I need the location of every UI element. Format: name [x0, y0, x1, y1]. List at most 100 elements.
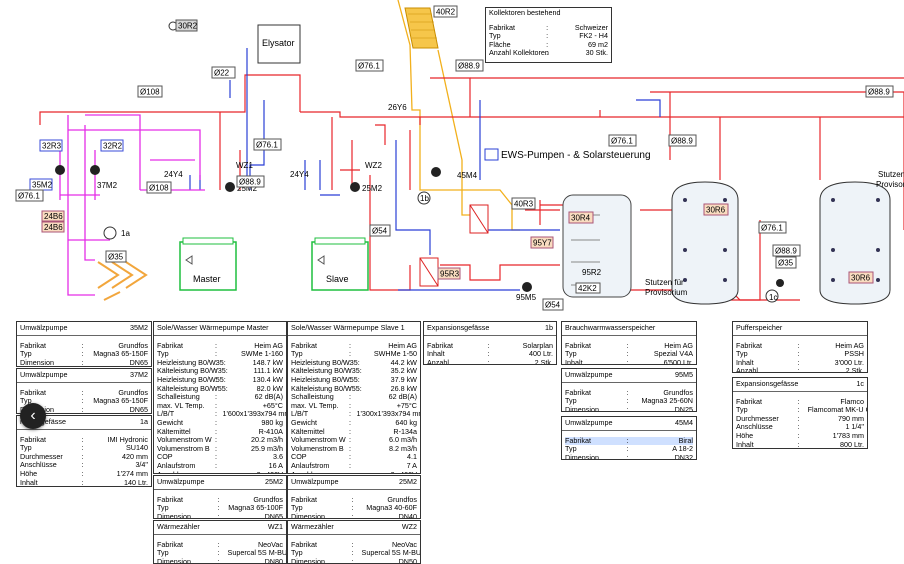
- card-row: Fabrikat:Grundfos: [291, 494, 417, 505]
- card-title: Brauchwarmwasserspeicher: [565, 323, 656, 332]
- card-title: Umwälzpumpe: [157, 477, 205, 486]
- card-cell: 790 mm: [838, 413, 864, 423]
- card-cell: A 18-2: [672, 444, 693, 454]
- card-cell: Volumenstrom B: [157, 443, 210, 453]
- card-cell: :: [81, 460, 84, 470]
- tag-26Y6: 26Y6: [388, 103, 407, 112]
- card-cell: IMI Hydronic: [107, 434, 148, 444]
- card-cell: R-134a: [393, 426, 417, 436]
- card-title: Expansionsgefässe: [736, 379, 799, 388]
- card-row: Kälteleistung B0/W55::26.8 kW: [291, 383, 417, 394]
- card-cell: 400 Ltr.: [529, 349, 553, 359]
- card-cell: 4.1: [406, 452, 417, 462]
- card-cell: Schalleistung: [291, 392, 334, 402]
- card-header: Pufferspeicher: [733, 323, 867, 336]
- card-cell: SU140: [126, 443, 148, 453]
- card-cell: 8.2 m3/h: [389, 443, 417, 453]
- tag-32R3: 32R3: [42, 142, 62, 151]
- tag-95R2: 95R2: [582, 268, 602, 277]
- card-cell: :: [626, 444, 629, 454]
- card-row: Durchmesser:790 mm: [736, 413, 864, 424]
- card-title: Umwälzpumpe: [565, 418, 613, 427]
- card-cell: Volumenstrom W: [157, 435, 212, 445]
- card-row: Heizleistung B0/W55::130.4 kW: [157, 375, 283, 385]
- card-cell: :: [626, 357, 629, 365]
- card-cell: Fabrikat: [157, 494, 183, 504]
- collector-cell: Typ: [489, 31, 501, 41]
- card-cell: Gewicht: [291, 417, 317, 427]
- card-cell: 800 Ltr.: [840, 439, 864, 449]
- card-cell: :: [348, 374, 351, 384]
- card-title: Pufferspeicher: [736, 323, 783, 332]
- card-cell: :: [81, 434, 84, 444]
- card-cell: Fabrikat: [736, 340, 762, 350]
- card-cell: L/B/T: [291, 409, 309, 419]
- card-row: Inhalt:6'500 Ltr.: [565, 357, 693, 365]
- tag-25M2-b: 25M2: [362, 184, 383, 193]
- card-cell: :: [81, 349, 84, 359]
- card-cell: Fabrikat: [565, 387, 591, 397]
- card-cell: DN25: [674, 404, 693, 412]
- card-cell: :: [797, 405, 800, 415]
- card-cell: :: [797, 396, 800, 406]
- card-title: Umwälzpumpe: [565, 370, 613, 379]
- card-cell: :: [487, 349, 490, 359]
- card-row: Fabrikat:Solarplan: [427, 341, 553, 351]
- card-cell: 140 Ltr.: [124, 477, 148, 487]
- tag-WZ1: WZ1: [236, 161, 253, 170]
- card-row: Typ:Supercal 5S M-BUS: [291, 548, 420, 558]
- previous-button[interactable]: ‹: [20, 403, 46, 429]
- card-cell: Heizleistung B0/W35:: [157, 357, 226, 367]
- card-cell: 6'500 Ltr.: [663, 357, 693, 365]
- card-cell: Flamcomat MK-U G4 Remote: [807, 405, 867, 415]
- tag-95M5: 95M5: [516, 293, 537, 302]
- card-cell: :: [487, 357, 490, 365]
- card-code: 25M2: [399, 477, 417, 486]
- card-row: max. VL Temp.:+75°C: [291, 401, 417, 411]
- card-cell: Kälteleistung B0/W55:: [291, 383, 362, 393]
- card-row: L/B/T:1'600x1'393x794 mm: [157, 410, 286, 419]
- tag-95Y7: 95Y7: [533, 239, 552, 248]
- card-cell: :: [81, 404, 84, 414]
- card-cell: PSSH: [844, 349, 864, 359]
- card-title: Expansionsgefässe: [427, 323, 490, 332]
- heat-pump-master: [179, 237, 237, 291]
- card-cell: Grundfos: [387, 494, 417, 504]
- card-cell: 148.7 kW: [252, 357, 283, 367]
- collector-cell: Anzahl Kollektoren: [489, 48, 549, 58]
- card-cell: 44.2 kW: [390, 357, 417, 367]
- card-code: 25M2: [265, 477, 283, 486]
- tag-o54-b: Ø54: [545, 301, 561, 310]
- elysator-unit: [257, 24, 301, 64]
- card-row: Typ:Magna3 65-150F: [20, 397, 148, 406]
- card-cell: Dimension: [157, 511, 191, 519]
- card-row: Gewicht:980 kg: [157, 418, 283, 428]
- card-cell: 26.8 kW: [390, 383, 417, 393]
- card-cell: Dimension: [291, 556, 325, 564]
- card-cell: Fabrikat: [157, 539, 183, 549]
- legend-ews-label: EWS-Pumpen - & Solarsteuerung: [501, 150, 651, 161]
- card-cell: 1 1/4": [845, 422, 864, 432]
- tag-45M4: 45M4: [457, 171, 478, 180]
- card-row: Inhalt:800 Ltr.: [736, 439, 864, 449]
- card-cell: Typ: [565, 349, 577, 359]
- card-row: Typ:Flamcomat MK-U G4 Remote: [736, 405, 867, 415]
- tag-40R2: 40R2: [436, 8, 456, 17]
- card-cell: 2 Stk.: [845, 366, 864, 373]
- card-cell: :: [797, 357, 800, 367]
- card-cell: :: [351, 548, 354, 558]
- card-cell: :: [217, 539, 220, 549]
- card-cell: :: [217, 511, 220, 519]
- card-cell: COP: [291, 452, 307, 462]
- tag-24Y4-b: 24Y4: [290, 170, 309, 179]
- card-cell: Fabrikat: [291, 494, 317, 504]
- card-cell: :: [348, 460, 351, 470]
- card-cell: :: [81, 396, 84, 406]
- card-row: COP:4.1: [291, 453, 417, 462]
- card-cell: 16 A: [268, 460, 283, 470]
